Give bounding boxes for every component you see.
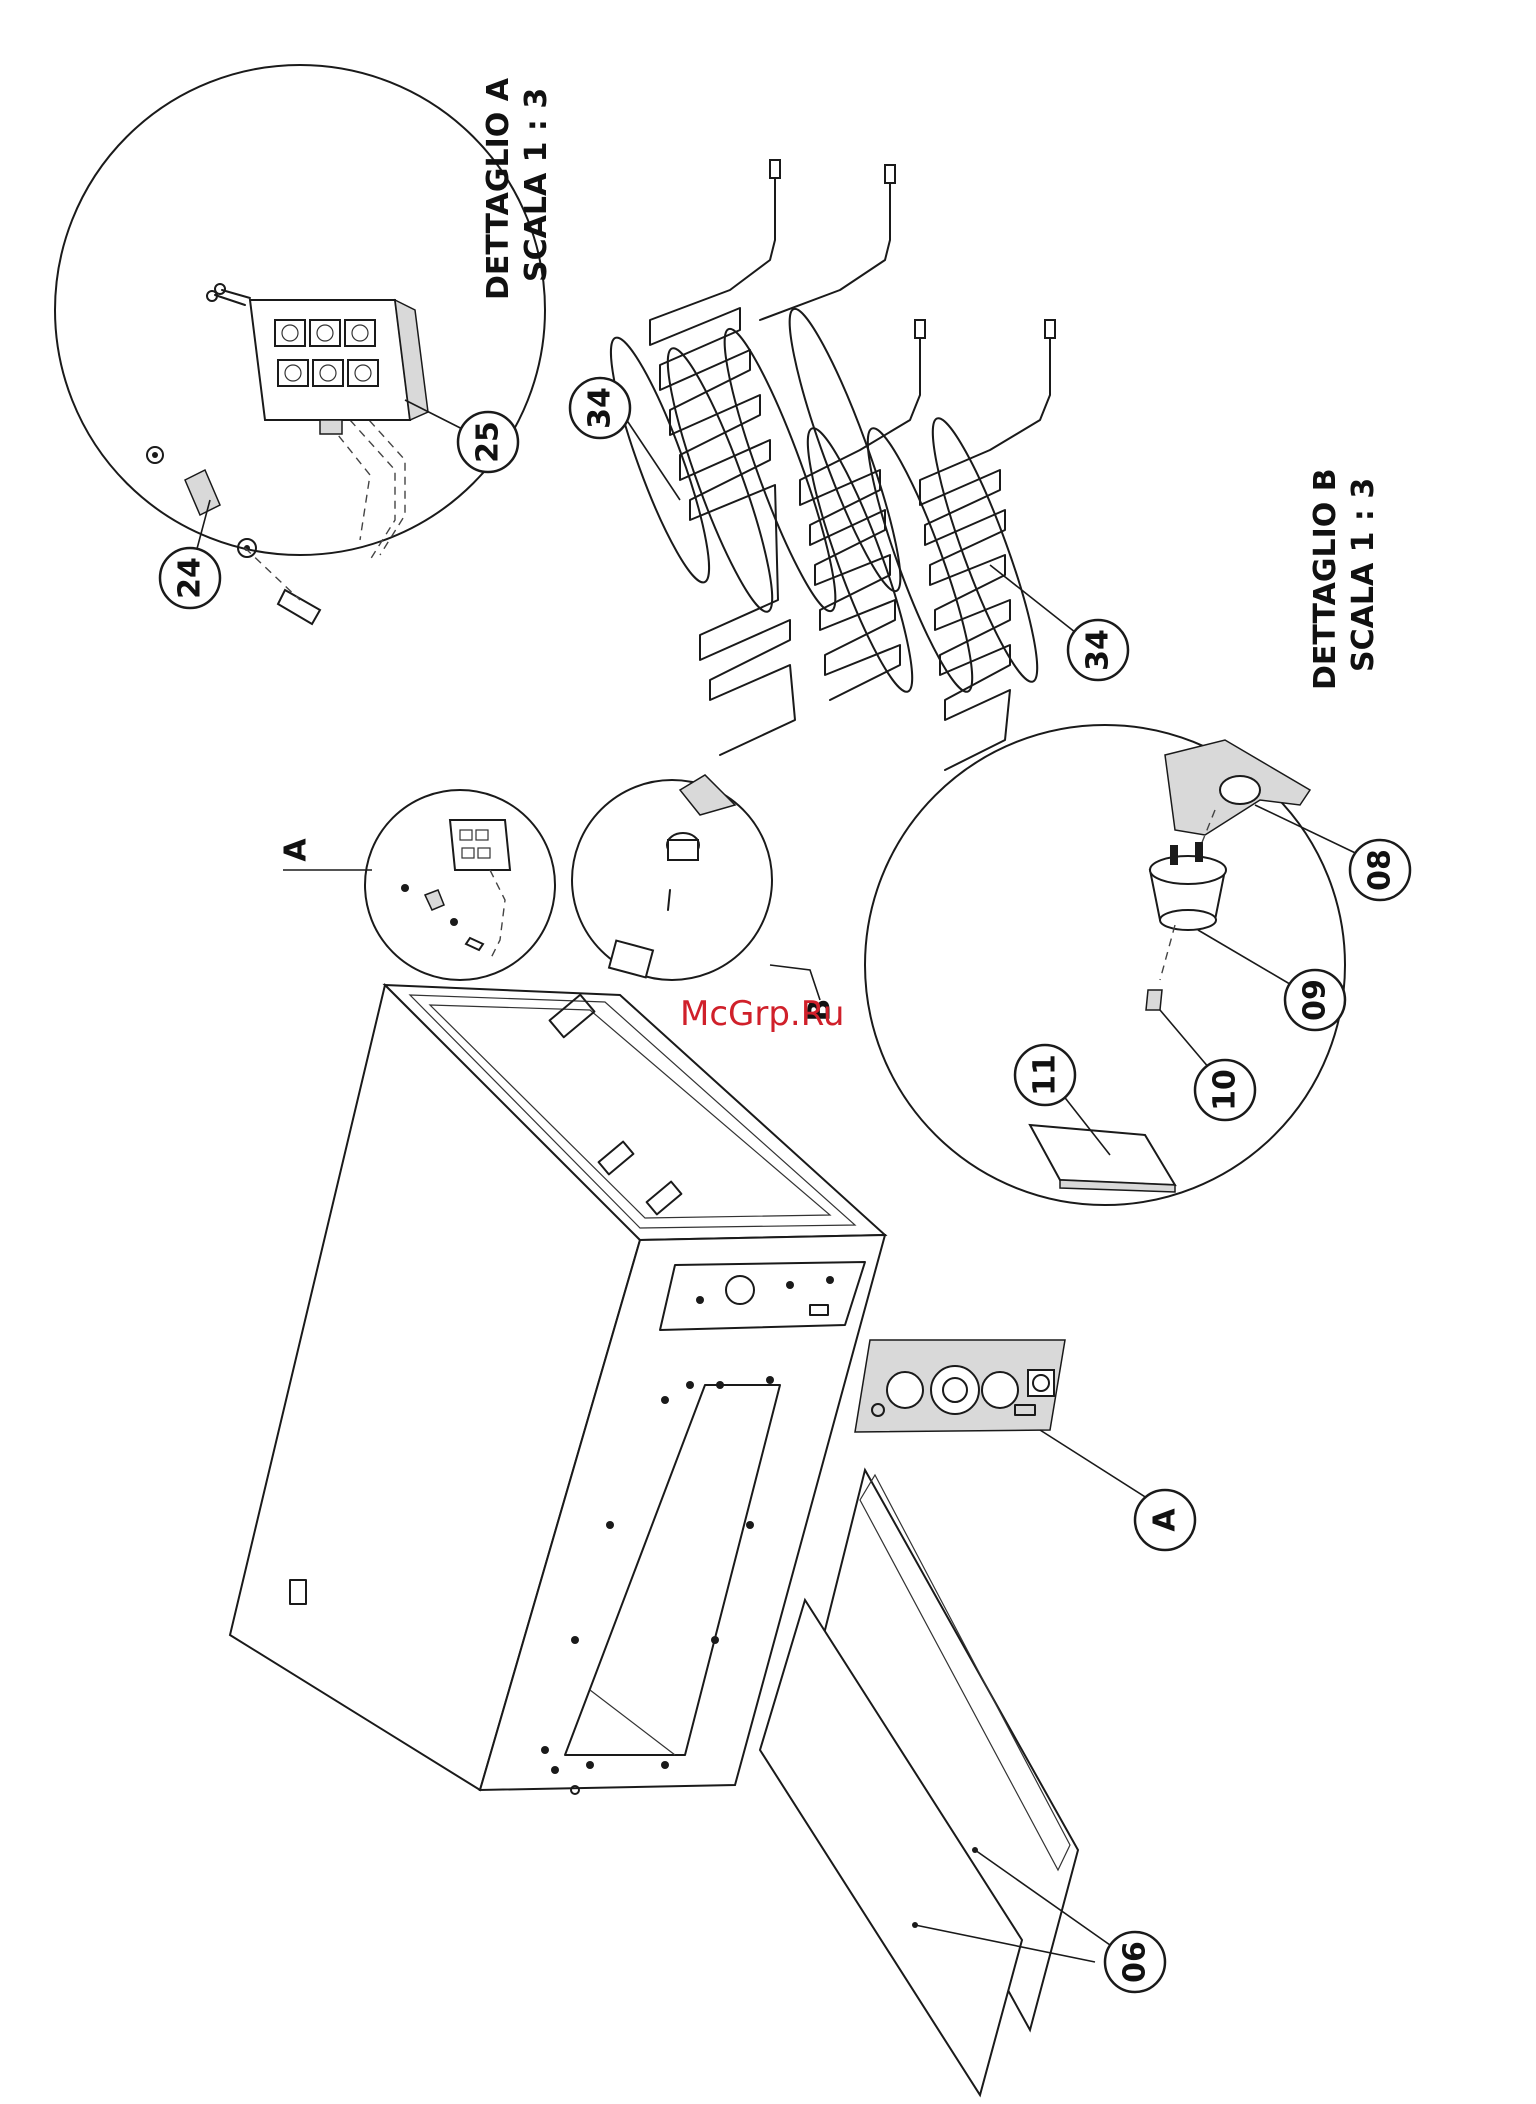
detail-b-scale-text: SCALA 1 : 3 [1346,478,1381,672]
callout-34-bottom-label: 34 [1081,629,1116,671]
detail-a-marker: A [279,790,556,980]
callout-25-label: 25 [471,421,506,463]
callout-24-label: 24 [173,557,208,599]
side-panels-06: 06 [760,1470,1165,2095]
clip-10: 10 [1146,990,1255,1120]
detail-b-marker: B [572,775,838,1021]
detail-a-title-text: DETTAGLIO A [481,77,516,300]
callout-06-label: 06 [1118,1941,1153,1983]
terminal-block-25 [250,300,428,434]
callout-10-label: 10 [1208,1069,1243,1111]
detail-b-title-text: DETTAGLIO B [1308,468,1343,690]
callout-09-label: 09 [1298,979,1333,1021]
watermark-text: McGrp.Ru [680,994,844,1034]
pad-11: 11 [1015,1045,1175,1192]
detail-a-ref-top: A [279,838,314,862]
heating-elements-34: 34 34 [570,160,1128,770]
detail-b-title: DETTAGLIO B SCALA 1 : 3 [1308,468,1381,690]
detail-a-title: DETTAGLIO A SCALA 1 : 3 [481,77,554,300]
callout-06: 06 [1105,1932,1165,1992]
detail-a-view: 24 25 [55,65,545,624]
heating-element-upper [650,170,795,755]
thermostat-09: 09 [1150,842,1345,1030]
callout-34-top-label: 34 [583,387,618,429]
detail-a-scale-text: SCALA 1 : 3 [519,88,554,282]
control-panel-a: A [855,1340,1195,1550]
callout-34-top: 34 [570,378,680,500]
detail-b-view: 08 09 10 11 [865,725,1410,1205]
callout-08-label: 08 [1363,849,1398,891]
callout-11-label: 11 [1028,1054,1063,1096]
control-panel-ref: A [1148,1508,1183,1532]
